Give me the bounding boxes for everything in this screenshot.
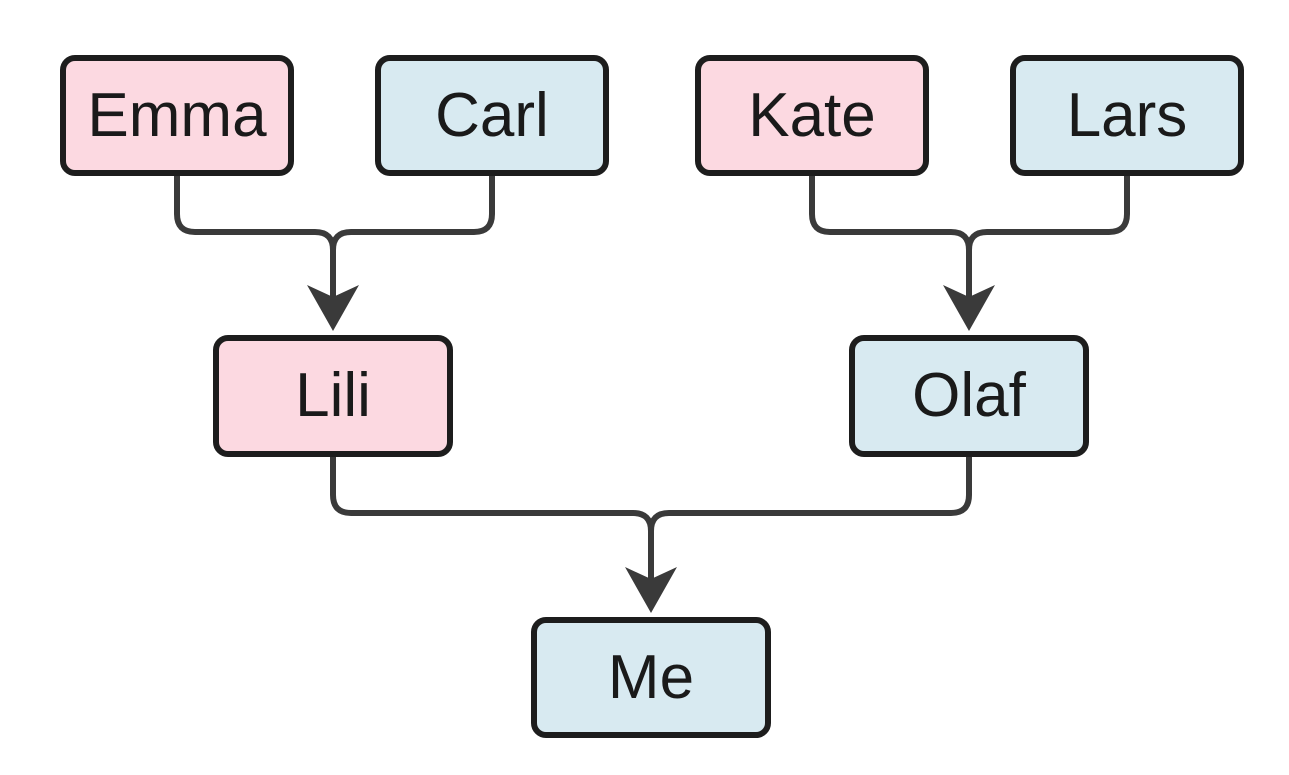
- person-node-olaf: Olaf: [849, 335, 1089, 457]
- arrowhead-icon: [307, 285, 359, 331]
- person-node-me: Me: [531, 617, 771, 738]
- person-node-lars: Lars: [1010, 55, 1244, 176]
- edge-connector: [330, 176, 495, 297]
- person-name-label: Olaf: [912, 361, 1026, 430]
- person-node-carl: Carl: [375, 55, 609, 176]
- person-node-emma: Emma: [60, 55, 294, 176]
- person-node-kate: Kate: [695, 55, 929, 176]
- person-node-lili: Lili: [213, 335, 453, 457]
- person-name-label: Me: [607, 642, 695, 712]
- person-name-label: Carl: [435, 80, 549, 150]
- arrowhead-icon: [625, 567, 677, 613]
- arrowhead-icon: [943, 285, 995, 331]
- person-name-label: Kate: [748, 80, 876, 150]
- person-name-label: Emma: [87, 80, 267, 150]
- edge-connector: [648, 457, 972, 579]
- edge-connector: [966, 176, 1130, 297]
- person-name-label: Lars: [1066, 80, 1188, 150]
- person-name-label: Lili: [295, 361, 371, 430]
